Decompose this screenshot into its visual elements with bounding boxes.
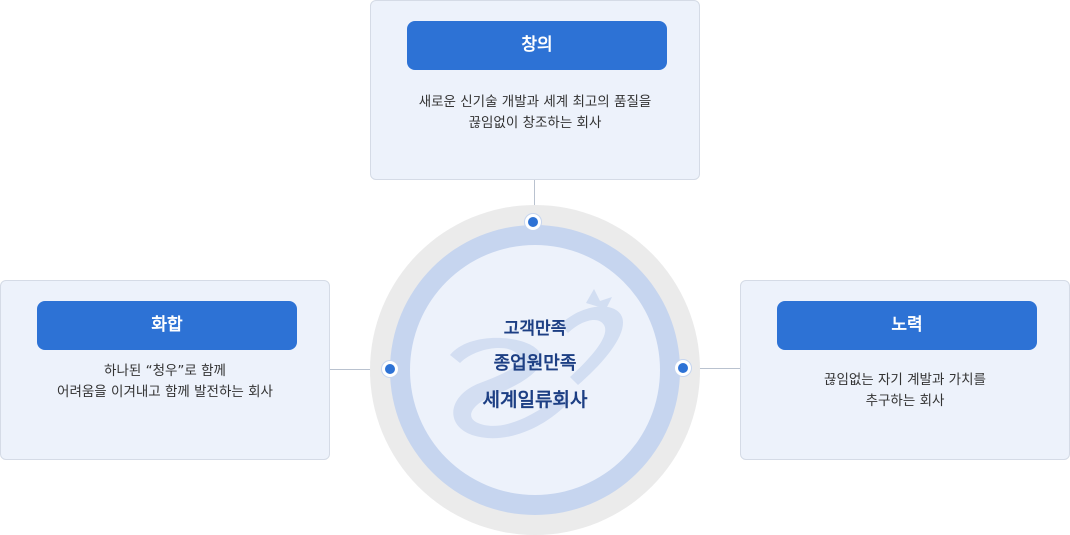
value-description-harmony: 하나된 “청우”로 함께 어려움을 이겨내고 함께 발전하는 회사 (1, 361, 329, 403)
connector-line-top (534, 180, 535, 222)
center-slogan-line-customer: 고객만족 (503, 319, 567, 339)
description-line: 하나된 “청우”로 함께 (104, 363, 226, 379)
description-line: 끊임없는 자기 계발과 가치를 (824, 372, 986, 388)
connector-dot-left (382, 361, 398, 377)
center-circle (410, 245, 660, 495)
center-slogan: 고객만족 종업원만족 세계일류회사 (410, 312, 660, 418)
value-card-harmony: 화합 하나된 “청우”로 함께 어려움을 이겨내고 함께 발전하는 회사 (0, 280, 330, 460)
description-line: 새로운 신기술 개발과 세계 최고의 품질을 (418, 94, 652, 110)
center-slogan-line-employee: 종업원만족 (493, 353, 577, 374)
description-line: 끊임없이 창조하는 회사 (468, 115, 602, 131)
description-line: 추구하는 회사 (865, 393, 945, 409)
connector-dot-top (525, 214, 541, 230)
value-description-effort: 끊임없는 자기 계발과 가치를 추구하는 회사 (741, 370, 1069, 412)
value-card-creativity: 창의 새로운 신기술 개발과 세계 최고의 품질을 끊임없이 창조하는 회사 (370, 0, 700, 180)
connector-line-right (683, 368, 740, 369)
company-logo-watermark-icon (450, 289, 623, 439)
description-line: 어려움을 이겨내고 함께 발전하는 회사 (57, 384, 273, 400)
value-card-effort: 노력 끊임없는 자기 계발과 가치를 추구하는 회사 (740, 280, 1070, 460)
center-slogan-line-world-class: 세계일류회사 (482, 389, 588, 411)
value-description-creativity: 새로운 신기술 개발과 세계 최고의 품질을 끊임없이 창조하는 회사 (371, 92, 699, 134)
value-title-creativity: 창의 (407, 21, 667, 70)
value-title-harmony: 화합 (37, 301, 297, 350)
value-title-effort: 노력 (777, 301, 1037, 350)
connector-dot-right (675, 360, 691, 376)
connector-line-left (330, 369, 390, 370)
